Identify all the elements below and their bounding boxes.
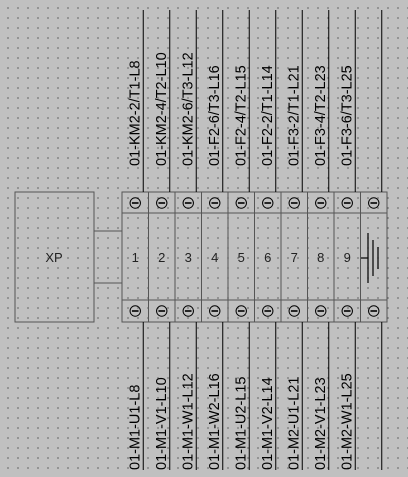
screw-terminal-icon[interactable] bbox=[156, 197, 168, 209]
bottom-wire-label: 01-M2-U1-L21 bbox=[286, 377, 302, 471]
bottom-wire-label: 01-M1-W1-L12 bbox=[180, 373, 196, 470]
screw-terminal-icon[interactable] bbox=[235, 197, 247, 209]
bottom-wire-label: 01-M1-U1-L8 bbox=[127, 385, 143, 470]
top-wire-label: 01-F3-2/T1-L21 bbox=[286, 65, 302, 166]
xp-connector-box bbox=[14, 191, 95, 323]
terminal-7[interactable]: 7 bbox=[291, 250, 298, 265]
bottom-wire-label: 01-M1-V1-L10 bbox=[154, 377, 170, 470]
top-wire-label: 01-F3-4/T2-L23 bbox=[313, 65, 329, 166]
xp-connector-label: XP bbox=[45, 250, 62, 265]
screw-terminal-icon[interactable] bbox=[341, 305, 353, 317]
screw-terminal-icon[interactable] bbox=[341, 197, 353, 209]
screw-terminal-icon[interactable] bbox=[129, 197, 141, 209]
terminal-number: 3 bbox=[185, 250, 192, 265]
ground-terminal[interactable] bbox=[361, 233, 379, 283]
terminal-2[interactable]: 2 bbox=[158, 250, 165, 265]
terminal-number: 9 bbox=[344, 250, 351, 265]
bottom-wire-label: 01-M2-V1-L23 bbox=[313, 377, 329, 470]
terminal-1[interactable]: 1 bbox=[132, 250, 139, 265]
top-wire-label: 01-F2-2/T1-L14 bbox=[260, 65, 276, 166]
screw-terminal-icon[interactable] bbox=[288, 197, 300, 209]
terminal-3[interactable]: 3 bbox=[185, 250, 192, 265]
terminal-number: 5 bbox=[238, 250, 245, 265]
screw-terminal-icon[interactable] bbox=[182, 305, 194, 317]
screw-terminal-icon[interactable] bbox=[315, 305, 327, 317]
screw-terminal-icon[interactable] bbox=[235, 305, 247, 317]
screw-terminal-icon[interactable] bbox=[368, 305, 380, 317]
terminal-9[interactable]: 9 bbox=[344, 250, 351, 265]
terminal-8[interactable]: 8 bbox=[317, 250, 324, 265]
bottom-wire-label: 01-M1-W2-L16 bbox=[207, 373, 223, 470]
terminal-4[interactable]: 4 bbox=[211, 250, 218, 265]
xp-connector[interactable]: XP bbox=[14, 191, 95, 323]
bottom-wire-label: 01-M1-V2-L14 bbox=[260, 377, 276, 470]
top-wire-label: 01-F3-6/T3-L25 bbox=[339, 65, 355, 166]
top-wire-label: 01-F2-4/T2-L15 bbox=[233, 65, 249, 166]
screw-terminal-icon[interactable] bbox=[129, 305, 141, 317]
terminal-number: 8 bbox=[317, 250, 324, 265]
screw-terminal-icon[interactable] bbox=[288, 305, 300, 317]
terminal-5[interactable]: 5 bbox=[238, 250, 245, 265]
screw-terminal-icon[interactable] bbox=[156, 305, 168, 317]
screw-terminal-icon[interactable] bbox=[315, 197, 327, 209]
terminal-number: 6 bbox=[264, 250, 271, 265]
top-wire-label: 01-KM2-6/T3-L12 bbox=[180, 52, 196, 166]
ground-icon bbox=[361, 233, 379, 283]
screw-terminal-icon[interactable] bbox=[262, 197, 274, 209]
top-wire-label: 01-F2-6/T3-L16 bbox=[207, 65, 223, 166]
screw-terminal-icon[interactable] bbox=[262, 305, 274, 317]
screw-terminal-icon[interactable] bbox=[209, 197, 221, 209]
screw-terminal-icon[interactable] bbox=[209, 305, 221, 317]
bottom-wire-label: 01-M2-W1-L25 bbox=[339, 373, 355, 470]
top-wire-label: 01-KM2-2/T1-L8 bbox=[127, 60, 143, 166]
screw-terminal-icon[interactable] bbox=[368, 197, 380, 209]
terminal-number: 2 bbox=[158, 250, 165, 265]
terminal-number: 7 bbox=[291, 250, 298, 265]
screw-terminal-icon[interactable] bbox=[182, 197, 194, 209]
terminal-number: 1 bbox=[132, 250, 139, 265]
bottom-wire-label: 01-M1-U2-L15 bbox=[233, 377, 249, 471]
terminal-6[interactable]: 6 bbox=[264, 250, 271, 265]
terminal-number: 4 bbox=[211, 250, 218, 265]
top-wire-label: 01-KM2-4/T2-L10 bbox=[154, 52, 170, 166]
